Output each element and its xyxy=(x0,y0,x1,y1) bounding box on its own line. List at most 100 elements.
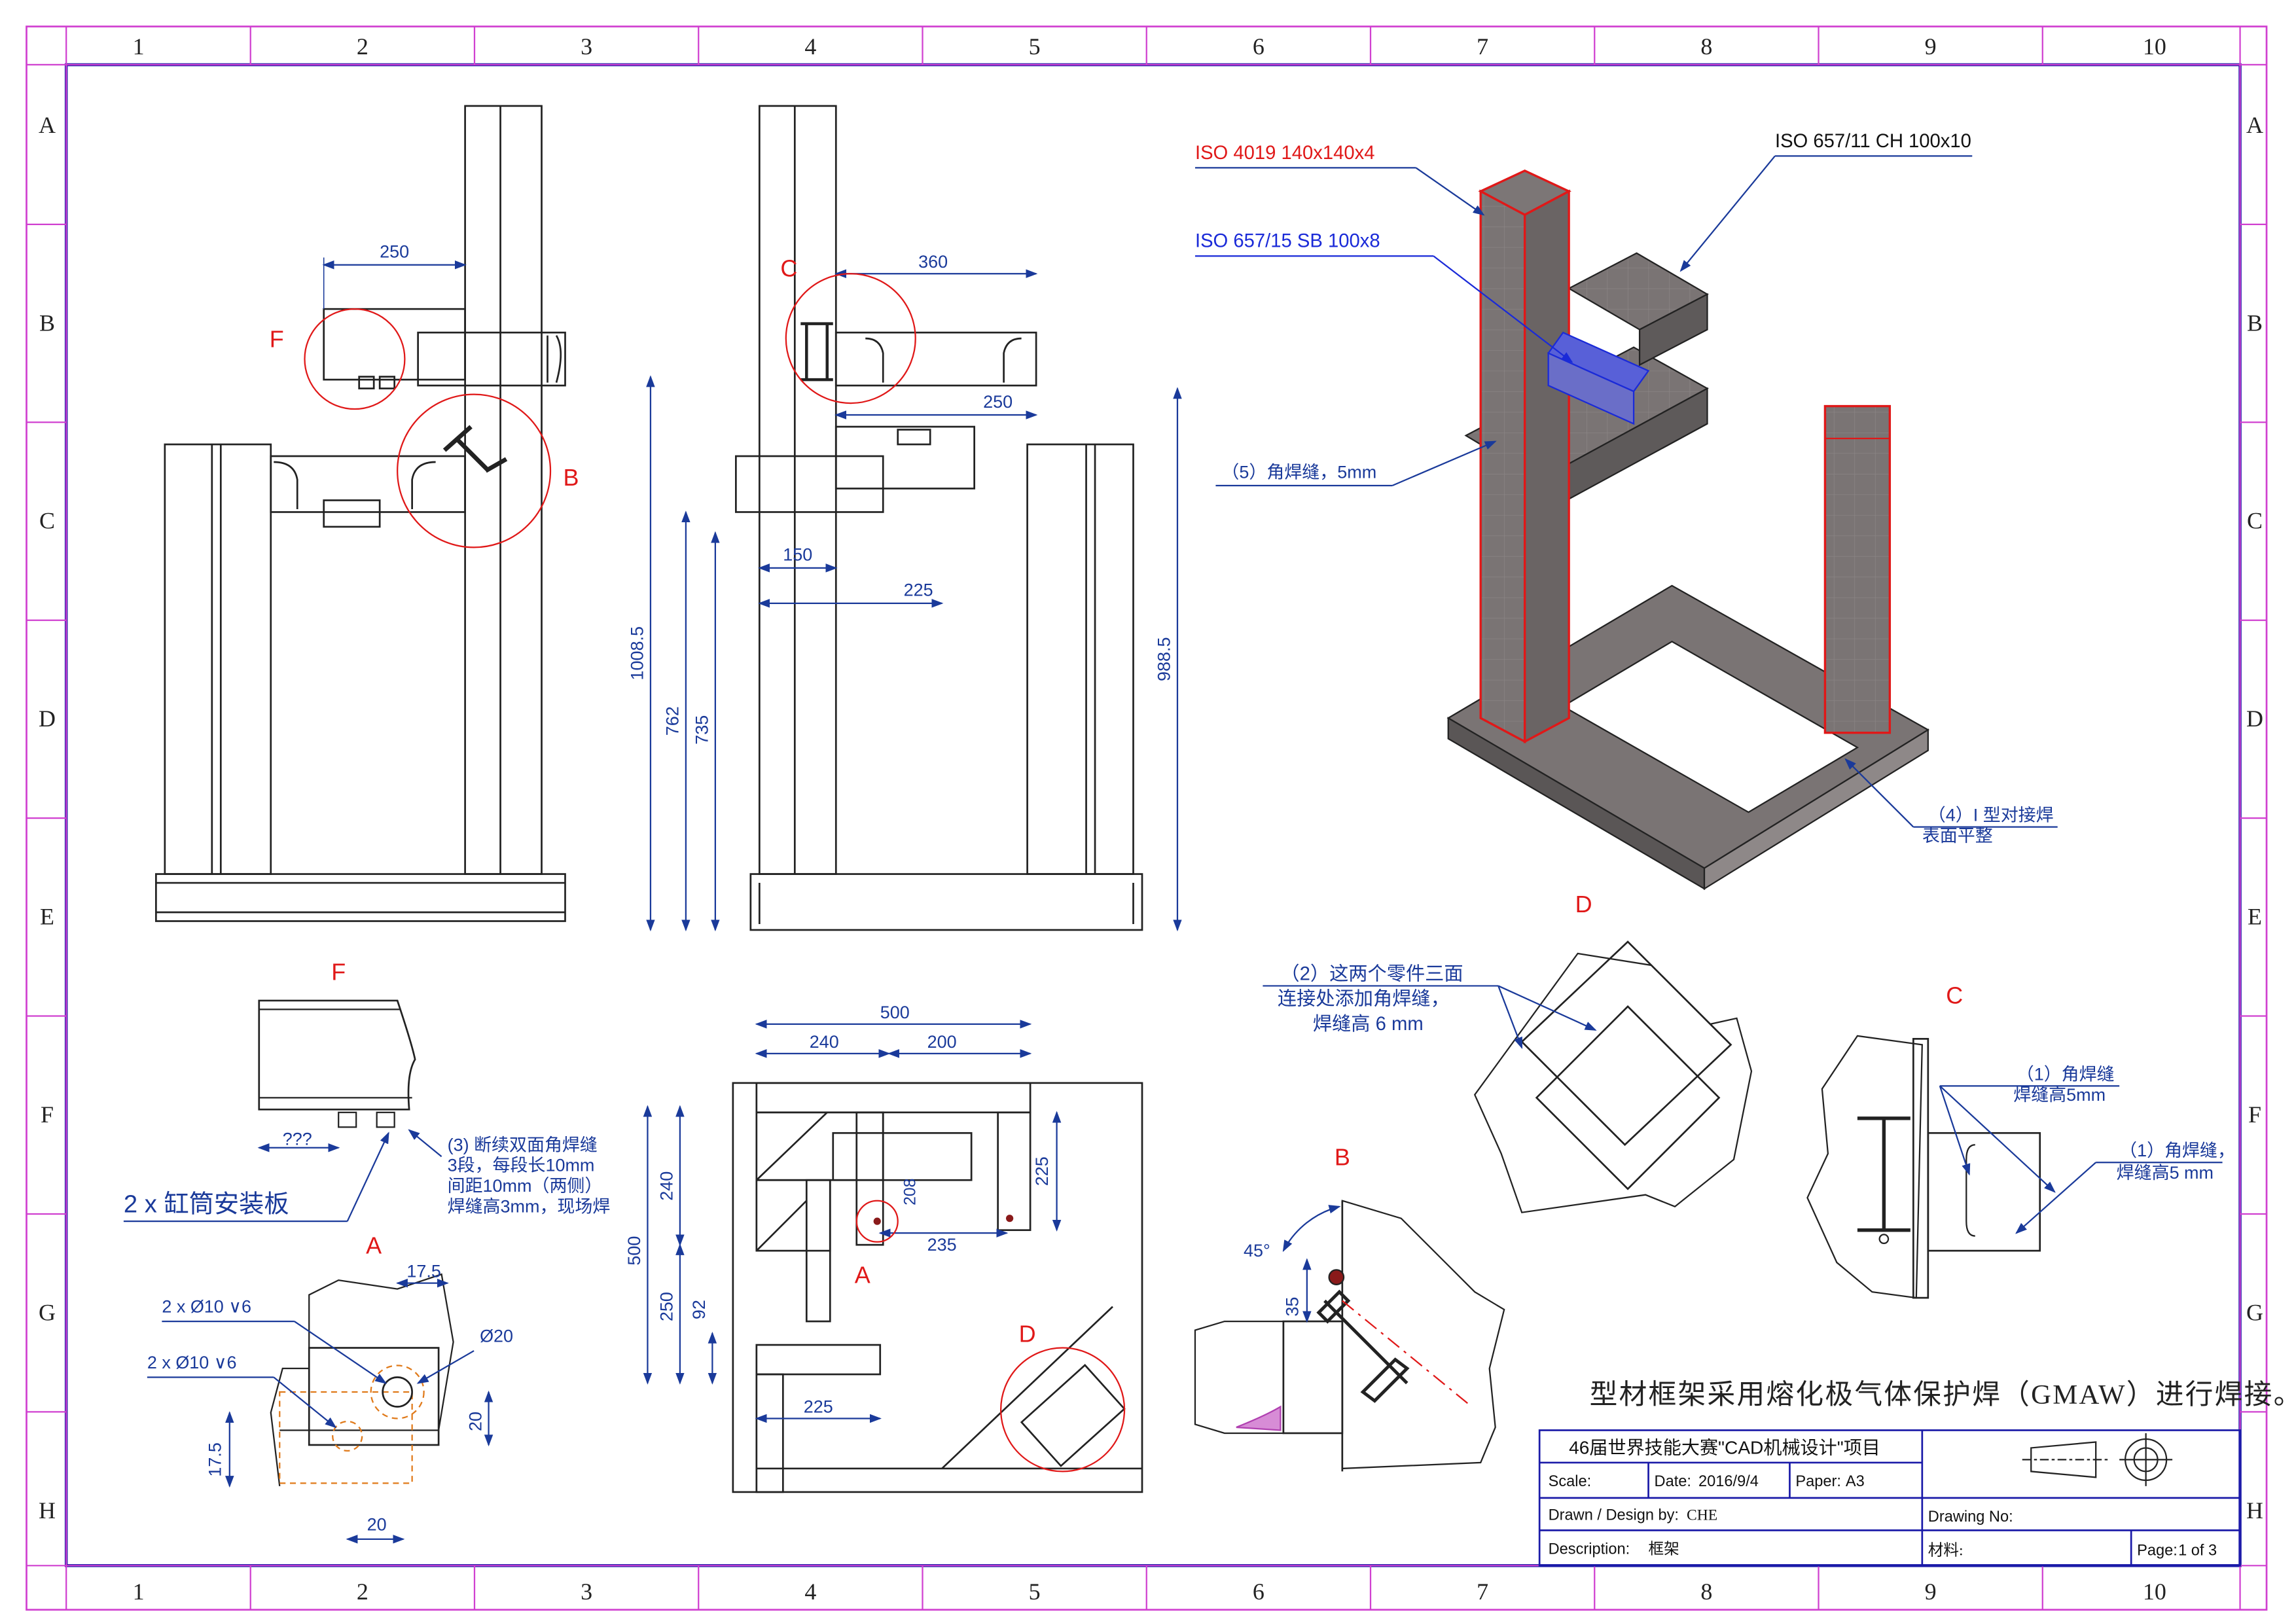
drawn-value: CHE xyxy=(1687,1507,1717,1524)
column-label: 10 xyxy=(2143,33,2166,60)
row-label: C xyxy=(2247,508,2263,534)
detail-A: A 17.5 2 x Ø10 ∨6 2 x Ø10 ∨6 Ø20 20 17.5… xyxy=(147,1232,513,1544)
front-view xyxy=(155,105,566,922)
project-title: 46届世界技能大赛"CAD机械设计"项目 xyxy=(1569,1437,1880,1457)
column-label: 4 xyxy=(804,33,816,60)
projection-symbol xyxy=(2022,1433,2173,1486)
label-A-plan: A xyxy=(855,1262,870,1289)
page-label: Page: xyxy=(2137,1543,2178,1560)
row-label: D xyxy=(2246,705,2263,732)
detail-F: F ??? (3) 断续双面角焊缝 3段，每段长10mm 间距10mm（两侧） … xyxy=(124,958,610,1222)
general-note: 型材框架采用熔化极气体保护焊（GMAW）进行焊接。 xyxy=(1590,1380,2296,1410)
plan-view xyxy=(732,1082,1143,1493)
row-label: F xyxy=(2248,1101,2261,1128)
column-label: 8 xyxy=(1700,33,1712,60)
label-beam: ISO 657/15 SB 100x8 xyxy=(1195,231,1380,252)
dim-225-side: 225 xyxy=(904,580,933,600)
row-label: G xyxy=(2246,1299,2263,1325)
dim-250-front: 250 xyxy=(380,241,409,261)
plan-view-annotations: 500 240 200 225 208 235 500 240 250 92 2… xyxy=(624,1003,1126,1472)
dim-20-right: 20 xyxy=(465,1412,485,1431)
column-label: 1 xyxy=(133,33,145,60)
dim-35: 35 xyxy=(1282,1297,1302,1317)
label-B-front: B xyxy=(564,464,579,491)
column-label: 10 xyxy=(2143,1578,2166,1605)
row-label: A xyxy=(2246,112,2263,138)
column-zone-ticks xyxy=(249,26,2043,1610)
column-label: 3 xyxy=(581,1578,592,1605)
column-label: 5 xyxy=(1029,1578,1041,1605)
dim-735: 735 xyxy=(692,715,712,745)
row-label: E xyxy=(40,904,54,930)
iso-view xyxy=(1446,169,1930,891)
dim-250-side: 250 xyxy=(983,392,1013,412)
date-label: Date: xyxy=(1655,1473,1691,1490)
row-label: G xyxy=(39,1299,56,1325)
dim-17-5-top: 17.5 xyxy=(406,1262,441,1281)
note-3-l2: 3段，每段长10mm xyxy=(448,1156,595,1175)
dim-500-v: 500 xyxy=(624,1236,644,1266)
title-block xyxy=(1538,1429,2241,1567)
dim-150: 150 xyxy=(783,545,812,565)
dim-225-h: 225 xyxy=(804,1397,833,1416)
note-3-l1: (3) 断续双面角焊缝 xyxy=(448,1135,598,1154)
column-label: 2 xyxy=(357,1578,368,1605)
label-channel: ISO 657/11 CH 100x10 xyxy=(1775,131,1971,152)
dim-240-v: 240 xyxy=(657,1171,677,1201)
dim-240-top: 240 xyxy=(810,1032,839,1052)
label-mounting-plate: 2 x 缸筒安装板 xyxy=(124,1190,289,1219)
row-label: F xyxy=(41,1101,54,1128)
note-1a-l1: （1）角焊缝 xyxy=(2017,1064,2115,1084)
detail-A-title: A xyxy=(366,1232,382,1259)
detail-C-title: C xyxy=(1946,982,1963,1008)
column-label: 7 xyxy=(1477,1578,1488,1605)
note-3-l3: 间距10mm（两侧） xyxy=(448,1176,603,1196)
drawing-no-label: Drawing No: xyxy=(1928,1508,2013,1525)
detail-F-title: F xyxy=(331,958,346,985)
note-5: （5）角焊缝，5mm xyxy=(1221,463,1376,482)
dim-17-5-left: 17.5 xyxy=(205,1442,224,1476)
column-label: 3 xyxy=(581,33,592,60)
detail-B-title: B xyxy=(1335,1144,1350,1171)
scale-label: Scale: xyxy=(1549,1473,1592,1490)
side-view-annotations: 360 250 150 225 1008.5 762 735 988.5 C xyxy=(628,252,1182,932)
dia-20: Ø20 xyxy=(480,1327,513,1346)
date-value: 2016/9/4 xyxy=(1698,1473,1759,1490)
column-label: 8 xyxy=(1700,1578,1712,1605)
dim-qqq: ??? xyxy=(283,1129,312,1149)
row-label: B xyxy=(2247,310,2263,336)
note-2-l1: （2）这两个零件三面 xyxy=(1280,963,1463,984)
dim-235: 235 xyxy=(927,1235,957,1255)
paper-label: Paper: xyxy=(1795,1473,1841,1490)
dim-225-v: 225 xyxy=(1032,1156,1052,1186)
label-C-side: C xyxy=(780,255,797,282)
label-D-plan: D xyxy=(1019,1321,1036,1347)
label-D-iso: D xyxy=(1575,891,1592,918)
note-4-l2: 表面平整 xyxy=(1922,826,1993,846)
detail-D: （2）这两个零件三面 连接处添加角焊缝， 焊缝高 6 mm xyxy=(1263,940,1753,1213)
dim-250-v: 250 xyxy=(657,1292,677,1321)
row-label: E xyxy=(2248,904,2262,930)
note-2-l3: 焊缝高 6 mm xyxy=(1313,1013,1424,1035)
row-label: A xyxy=(39,112,56,138)
detail-C: C （1）角焊缝 焊缝高5mm （1）角焊缝， 焊缝高5 mm xyxy=(1806,982,2235,1299)
dim-360: 360 xyxy=(918,252,948,272)
detail-B: B 45° 35 xyxy=(1194,1144,1505,1472)
iso-view-callouts: ISO 4019 140x140x4 ISO 657/11 CH 100x10 … xyxy=(1194,131,2058,918)
row-label: C xyxy=(39,508,55,534)
page-value: 1 of 3 xyxy=(2178,1543,2217,1560)
label-tube: ISO 4019 140x140x4 xyxy=(1195,143,1375,164)
row-label: D xyxy=(39,705,56,732)
note-1b-l1: （1）角焊缝， xyxy=(2119,1141,2235,1160)
column-label: 2 xyxy=(357,33,368,60)
column-label: 7 xyxy=(1477,33,1488,60)
column-label: 9 xyxy=(1925,33,1937,60)
dim-988: 988.5 xyxy=(1155,637,1174,681)
note-4-l1: （4）I 型对接焊 xyxy=(1928,806,2054,825)
column-label: 6 xyxy=(1253,33,1265,60)
column-label: 9 xyxy=(1925,1578,1937,1605)
label-F-front: F xyxy=(270,326,284,353)
dim-500-top: 500 xyxy=(880,1003,910,1022)
row-label: H xyxy=(2246,1497,2263,1524)
